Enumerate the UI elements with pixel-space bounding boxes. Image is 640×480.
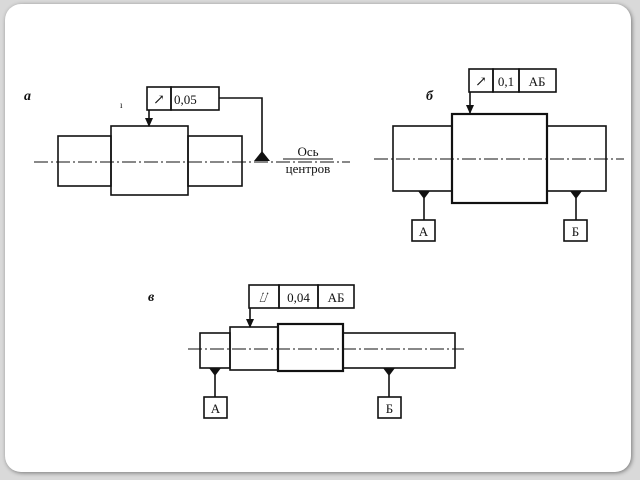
shaft-a-center-collar: [110, 125, 189, 196]
leader-c-arrowhead: [246, 319, 254, 328]
datum-a-triangle-icon: [209, 368, 221, 376]
datum-a-letter: А: [211, 401, 221, 416]
tolerance-frame-b: ↗ 0,1 АБ: [468, 68, 557, 93]
datum-a-triangle-icon: [418, 191, 430, 199]
runout-arrow-icon: ↗: [475, 75, 487, 90]
shaft-a-right-journal: [187, 135, 243, 187]
datum-b-letter: Б: [386, 401, 393, 416]
frame-c-tolerance-value: 0,04: [287, 290, 310, 305]
datum-b-letter: Б: [572, 224, 579, 239]
shaft-a-left-journal: [57, 135, 112, 187]
frame-c-datum-cell: [317, 284, 355, 309]
leader-b-arrowhead: [466, 105, 474, 114]
leader-a-axis-line: [219, 97, 263, 152]
figure-a-label: а: [24, 89, 31, 104]
frame-c-datum-value: АБ: [328, 290, 345, 305]
total-runout-icon: ⌰: [259, 291, 269, 306]
tolerance-frame-a: ↗ 0,05: [146, 86, 220, 111]
stray-mark: ı: [120, 100, 123, 110]
datum-axis-triangle-icon: [254, 151, 270, 161]
datum-b-box: [563, 219, 588, 242]
frame-b-datum-cell: [518, 68, 557, 93]
datum-a-letter: А: [419, 224, 429, 239]
frame-a-tolerance-value: 0,05: [174, 92, 197, 107]
shaft-c-collar: [276, 322, 345, 373]
leader-a-arrowhead: [145, 118, 153, 127]
tolerance-frame-c: ⌰ 0,04 АБ: [248, 284, 355, 309]
slide-background: [5, 4, 631, 472]
datum-b-triangle-icon: [570, 191, 582, 199]
datum-a-box: [203, 396, 228, 419]
figure-c: в ⌰ 0,04 АБ А Б: [148, 284, 464, 419]
axis-label-line1: Ось: [297, 144, 318, 159]
figure-c-label: в: [148, 290, 155, 305]
datum-b-triangle-icon: [383, 368, 395, 376]
frame-b-datum-value: АБ: [529, 74, 546, 89]
figure-b-label: б: [426, 89, 434, 104]
runout-arrow-icon: ↗: [153, 93, 165, 108]
shaft-c-left-end: [199, 332, 231, 369]
figure-b: б ↗ 0,1 АБ А Б: [374, 68, 624, 242]
datum-b-box: [377, 396, 402, 419]
figure-a: а ı ↗ 0,05 Ось центров: [24, 86, 350, 196]
frame-b-tolerance-value: 0,1: [498, 74, 514, 89]
axis-label-line2: центров: [286, 161, 331, 176]
shaft-c-long-journal: [342, 332, 456, 369]
datum-a-box: [411, 219, 436, 242]
